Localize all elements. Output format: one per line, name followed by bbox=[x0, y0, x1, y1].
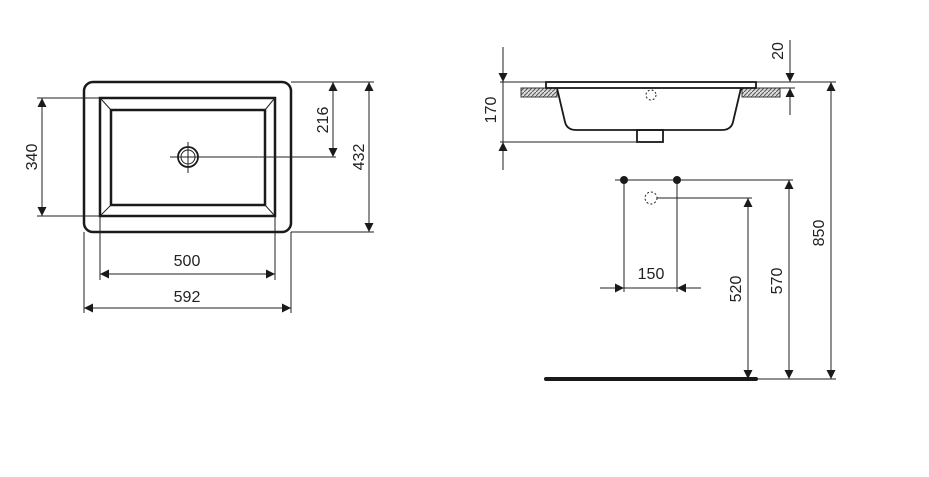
dim-520-label: 520 bbox=[728, 276, 745, 303]
basin-bowl-profile bbox=[556, 87, 742, 131]
dim-592-label: 592 bbox=[174, 289, 201, 306]
dim-500-label: 500 bbox=[174, 253, 201, 270]
waste-outlet bbox=[636, 129, 664, 143]
countertop-left bbox=[520, 87, 558, 98]
drain-icon bbox=[170, 142, 336, 173]
dim-432-label: 432 bbox=[351, 144, 368, 171]
overflow-icon bbox=[645, 89, 657, 101]
dim-570-label: 570 bbox=[769, 268, 786, 295]
side-view: 170 20 150 520 570 850 bbox=[483, 40, 836, 381]
waste-connection-icon bbox=[644, 191, 658, 205]
dim-150-label: 150 bbox=[638, 266, 665, 283]
tap-hole-right bbox=[673, 176, 681, 184]
basin-rim bbox=[545, 81, 757, 89]
countertop-right bbox=[741, 87, 781, 98]
top-view: 216 432 340 500 592 bbox=[24, 80, 374, 313]
dim-170-label: 170 bbox=[483, 97, 500, 124]
dim-216-label: 216 bbox=[315, 107, 332, 134]
dim-20-label: 20 bbox=[770, 42, 787, 60]
dim-340-label: 340 bbox=[24, 144, 41, 171]
side-extension-lines bbox=[500, 81, 836, 380]
tap-hole-left bbox=[620, 176, 628, 184]
dim-850-label: 850 bbox=[811, 220, 828, 247]
bowl-corner-lines bbox=[100, 98, 275, 216]
